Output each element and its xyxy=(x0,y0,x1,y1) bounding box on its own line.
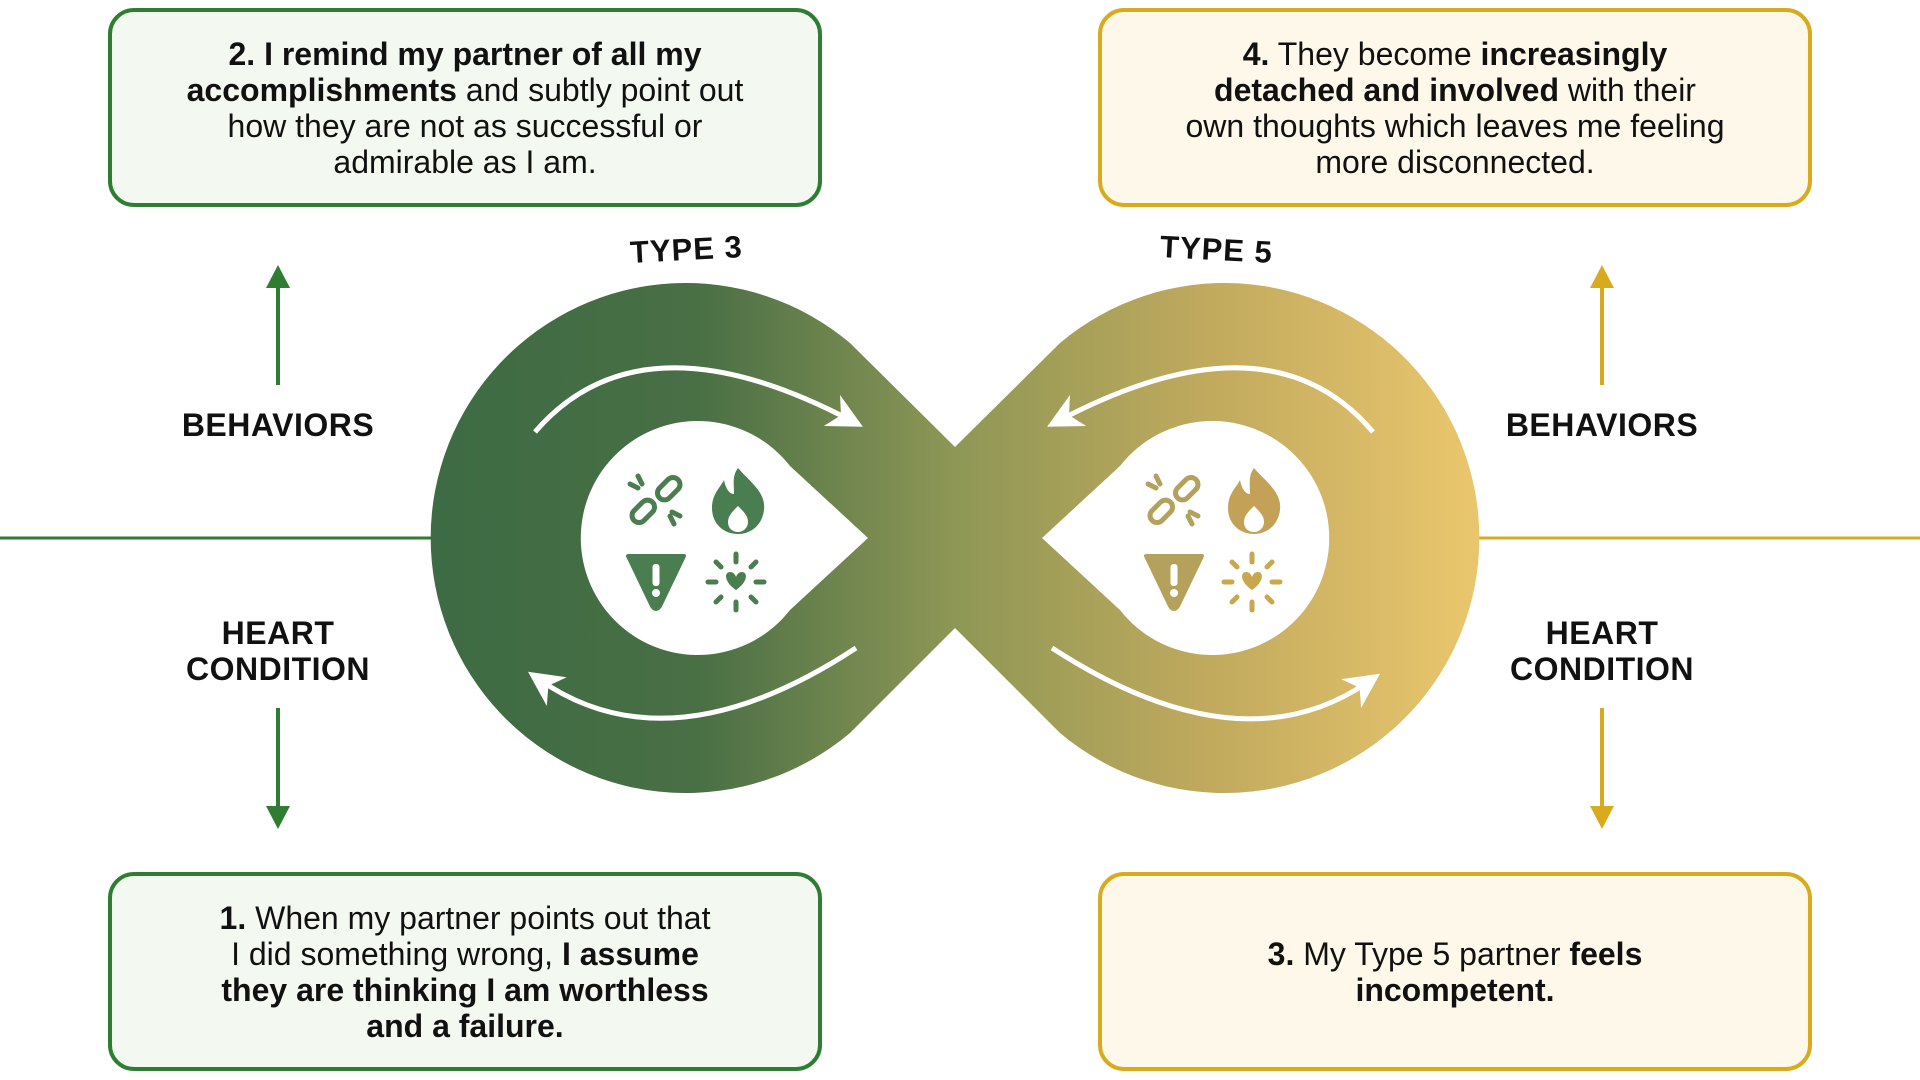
step-3-text: feels xyxy=(1569,935,1643,972)
step-2-text: how they are not as successful or xyxy=(227,107,703,144)
left-behaviors-label: BEHAVIORS xyxy=(181,407,375,443)
step-3-text: 3. xyxy=(1267,935,1295,972)
step-4-text: more disconnected. xyxy=(1315,143,1595,180)
left-heart-line1: HEART xyxy=(221,615,335,651)
right-up-arrow xyxy=(1590,265,1614,385)
step-1-text: I did something wrong, xyxy=(231,935,562,972)
step-1-text: and a failure. xyxy=(366,1007,564,1044)
step-4-text: 4. xyxy=(1242,35,1270,72)
flame-icon xyxy=(712,468,765,534)
loop-arrow-top-right xyxy=(1047,365,1375,434)
loop-arrow-top-left xyxy=(533,365,863,434)
right-behaviors-label: BEHAVIORS xyxy=(1505,407,1699,443)
step-2-text: accomplishments xyxy=(186,71,457,108)
step-3-box: 3. My Type 5 partner feels incompetent. xyxy=(1098,872,1812,1071)
broken-link-icon xyxy=(1145,473,1201,527)
left-down-arrow xyxy=(266,708,290,829)
right-heart-line2: CONDITION xyxy=(1509,651,1695,687)
sparkle-heart-icon xyxy=(705,551,767,613)
step-1-text: When my partner points out that xyxy=(246,899,711,936)
step-2-box: 2. I remind my partner of all my accompl… xyxy=(108,8,822,207)
right-heart-line1: HEART xyxy=(1545,615,1659,651)
step-1-text: I assume xyxy=(561,935,699,972)
warning-icon xyxy=(1144,554,1204,611)
step-4-text: detached and involved xyxy=(1214,71,1560,108)
step-4-text: own thoughts which leaves me feeling xyxy=(1185,107,1725,144)
loop-arrow-bottom-right xyxy=(1050,645,1381,722)
step-4-text: increasingly xyxy=(1480,35,1668,72)
step-1-text: they are thinking I am worthless xyxy=(221,971,709,1008)
sparkle-heart-icon xyxy=(1221,551,1283,613)
left-up-arrow xyxy=(266,265,290,385)
step-2-text: and subtly point out xyxy=(456,71,744,108)
left-heart-condition-label: HEART CONDITION xyxy=(128,615,428,687)
step-1-text: 1. xyxy=(219,899,247,936)
left-heart-line2: CONDITION xyxy=(185,651,371,687)
infinity-shape xyxy=(430,283,1480,794)
step-1-box: 1. When my partner points out that I did… xyxy=(108,872,822,1071)
step-4-box: 4. They become increasingly detached and… xyxy=(1098,8,1812,207)
right-down-arrow xyxy=(1590,708,1614,829)
broken-link-icon xyxy=(627,473,683,527)
step-3-text: incompetent. xyxy=(1355,971,1555,1008)
warning-icon xyxy=(626,554,686,611)
step-3-text: My Type 5 partner xyxy=(1294,935,1570,972)
step-2-text: admirable as I am. xyxy=(333,143,597,180)
right-heart-condition-label: HEART CONDITION xyxy=(1452,615,1752,687)
step-4-text: They become xyxy=(1269,35,1481,72)
type-5-label: TYPE 5 xyxy=(1159,229,1274,270)
type-3-label: TYPE 3 xyxy=(629,229,744,270)
step-4-text: with their xyxy=(1559,71,1696,108)
flame-icon xyxy=(1228,468,1281,534)
step-2-text: 2. I remind my partner of all my xyxy=(228,35,702,72)
loop-arrow-bottom-left xyxy=(528,645,858,721)
